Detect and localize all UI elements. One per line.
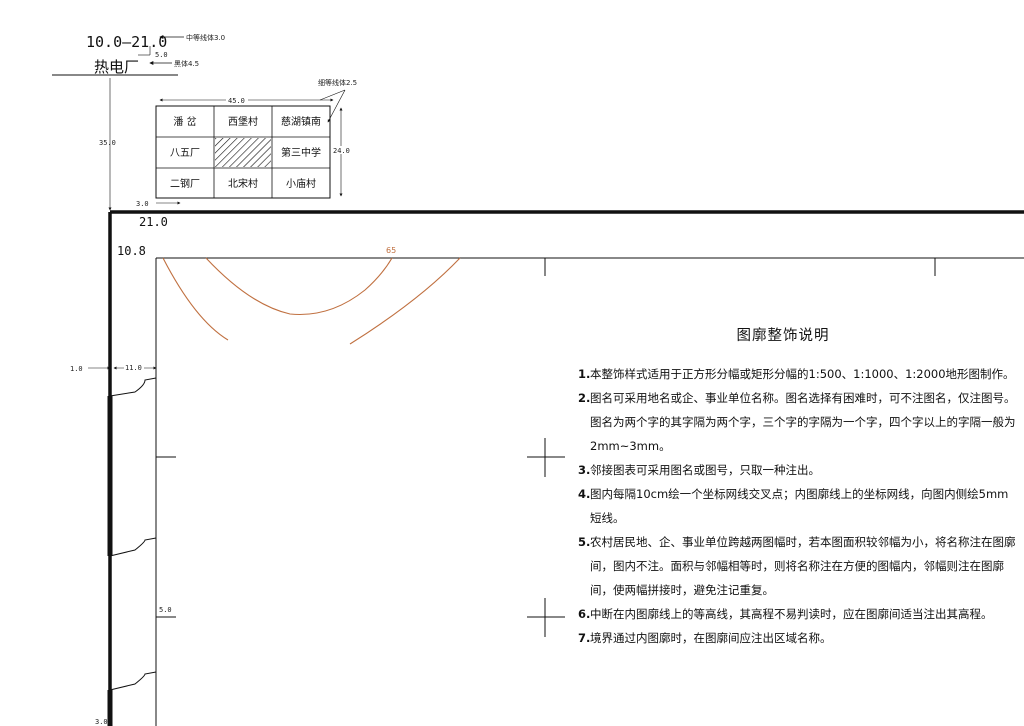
corner-coordinate-x: 21.0 xyxy=(139,215,168,229)
notes-list: 1.本整饰样式适用于正方形分幅或矩形分幅的1:500、1:1000、1:2000… xyxy=(578,362,1018,650)
adjacent-sheets-table: 45.0 24.0 细等线体2.5 潘 岔 西堡村 慈湖镇南 八五厂 第三中学 … xyxy=(155,78,357,199)
table-cell: 北宋村 xyxy=(228,177,258,190)
notes-title: 图廓整饰说明 xyxy=(736,328,830,344)
note-number: 3. xyxy=(578,463,591,477)
sheet-name: 热电厂 xyxy=(94,58,139,76)
corner-coordinate-y: 10.8 xyxy=(117,244,146,258)
boundary-symbol xyxy=(109,671,157,691)
note-item: 4.图内每隔10cm绘一个坐标网线交叉点；内图廓线上的坐标网线，向图内侧绘5mm… xyxy=(578,482,1018,530)
note-number: 4. xyxy=(578,487,591,501)
note-item: 7.境界通过内图廓时，在图廓间应注出区域名称。 xyxy=(578,626,1018,650)
dim-label-left: 35.0 xyxy=(99,139,116,147)
note-number: 6. xyxy=(578,607,591,621)
contour-line xyxy=(349,257,461,345)
note-item: 1.本整饰样式适用于正方形分幅或矩形分幅的1:500、1:1000、1:2000… xyxy=(578,362,1018,386)
table-cell: 小庙村 xyxy=(286,177,316,190)
note-number: 7. xyxy=(578,631,591,645)
note-item: 3.邻接图表可采用图名或图号，只取一种注出。 xyxy=(578,458,1018,482)
note-text: 邻接图表可采用图名或图号，只取一种注出。 xyxy=(590,463,820,477)
note-text: 境界通过内图廓时，在图廓间应注出区域名称。 xyxy=(590,631,832,645)
boundary-symbol xyxy=(109,537,157,557)
note-text: 图内每隔10cm绘一个坐标网线交叉点；内图廓线上的坐标网线，向图内侧绘5mm短线… xyxy=(590,487,1009,525)
annotation-line-thin: 细等线体2.5 xyxy=(318,78,357,87)
dim-label-short: 5.0 xyxy=(159,606,172,614)
annotation-leader xyxy=(327,89,346,123)
annotation-leader xyxy=(319,89,346,101)
table-border xyxy=(155,105,331,199)
dim-label-bottom: 3.0 xyxy=(95,718,108,726)
contour-line xyxy=(162,257,229,341)
note-item: 2.图名可采用地名或企、事业单位名称。图名选择有困难时，可不注图名，仅注图号。图… xyxy=(578,386,1018,458)
dim-label-inner: 11.0 xyxy=(125,364,142,372)
boundary-symbol xyxy=(109,377,157,397)
note-item: 5.农村居民地、企、事业单位跨越两图幅时，若本图面积较邻幅为小，将名称注在图廓间… xyxy=(578,530,1018,602)
note-number: 1. xyxy=(578,367,591,381)
table-cell: 西堡村 xyxy=(228,115,258,128)
annotation-dim-top: 5.0 xyxy=(155,51,168,59)
sheet-code: 10.0—21.0 xyxy=(86,33,167,51)
table-height-label: 24.0 xyxy=(333,147,350,155)
dim-label-bottom: 3.0 xyxy=(136,200,149,208)
note-number: 5. xyxy=(578,535,591,549)
contour-line xyxy=(205,257,393,316)
sheet-header: 10.0—21.0 中等线体3.0 5.0 热电厂 黑体4.5 35.0 3.0 xyxy=(52,33,225,211)
note-number: 2. xyxy=(578,391,591,405)
table-cell: 第三中学 xyxy=(281,146,321,159)
note-item: 6.中断在内图廓线上的等高线，其高程不易判读时，应在图廓间适当注出其高程。 xyxy=(578,602,1018,626)
note-text: 本整饰样式适用于正方形分幅或矩形分幅的1:500、1:1000、1:2000地形… xyxy=(590,367,1015,381)
dim-label-outer: 1.0 xyxy=(70,365,83,373)
note-text: 农村居民地、企、事业单位跨越两图幅时，若本图面积较邻幅为小，将名称注在图廓间，图… xyxy=(590,535,1016,597)
current-sheet-hatch xyxy=(215,138,271,167)
note-text: 中断在内图廓线上的等高线，其高程不易判读时，应在图廓间适当注出其高程。 xyxy=(590,607,993,621)
table-cell: 慈湖镇南 xyxy=(281,115,321,128)
annotation-line-medium: 中等线体3.0 xyxy=(186,33,225,42)
notes-panel: 图廓整饰说明 1.本整饰样式适用于正方形分幅或矩形分幅的1:500、1:1000… xyxy=(578,324,1018,650)
table-cell: 潘 岔 xyxy=(173,116,196,128)
map-frame: 21.0 10.8 1.0 11.0 5.0 3.0 65 xyxy=(70,210,1024,726)
table-cell: 八五厂 xyxy=(170,148,200,159)
annotation-bold: 黑体4.5 xyxy=(174,59,199,68)
note-text: 图名可采用地名或企、事业单位名称。图名选择有困难时，可不注图名，仅注图号。图名为… xyxy=(590,391,1016,453)
contour-elevation-label: 65 xyxy=(386,246,396,255)
table-cell: 二钢厂 xyxy=(170,177,200,190)
table-width-label: 45.0 xyxy=(228,97,245,105)
